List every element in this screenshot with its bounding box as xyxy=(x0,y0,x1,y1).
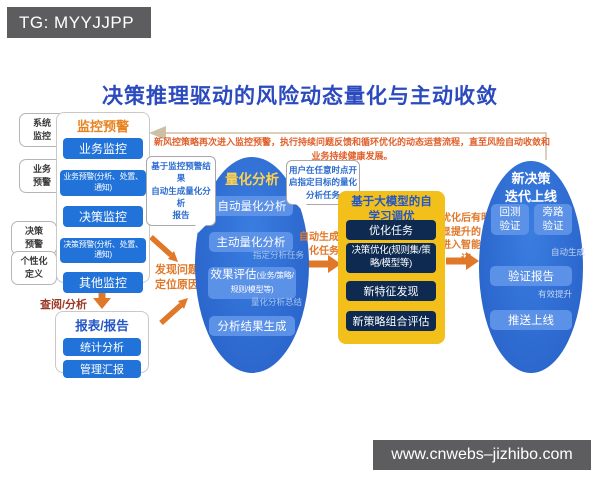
monitor-item-business-alert: 业务预警(分析、处置、通知) xyxy=(60,170,146,196)
deploy-title: 新决策 迭代上线 xyxy=(504,171,557,204)
quant-step-effect-evaluation: 效果评估(业务/策略/规则/模型等) xyxy=(208,267,296,299)
handoff-auto-generate-optimize-task: 自动生成优 化任务 xyxy=(299,232,349,257)
report-item-statistics: 统计分析 xyxy=(63,338,141,356)
quant-arrow-label-assign-task: 指定分析任务 xyxy=(253,250,305,260)
bubble-personalization: 个性化 定义 xyxy=(11,251,62,286)
llm-item-new-strategy-evaluation: 新策略组合评估 xyxy=(346,311,436,331)
quant-title: 量化分析 xyxy=(225,172,279,187)
effect-evaluation-scope: (业务/策略/规则/模型等) xyxy=(230,271,294,294)
page-title: 决策推理驱动的风险动态量化与主动收敛 xyxy=(102,85,498,108)
deploy-auto-generate-label: 自动生成 xyxy=(551,247,586,257)
deploy-bypass-verification: 旁路 验证 xyxy=(534,204,572,236)
monitor-item-decision-alert: 决策预警(分析、处置、通知) xyxy=(60,237,146,264)
callout-user-task: 用户在任意时点开 启指定目标的量化 分析任务 xyxy=(286,160,360,212)
monitor-item-decision-monitor: 决策监控 xyxy=(63,205,143,227)
review-analysis-label: 查阅/分析 xyxy=(40,299,88,311)
quant-step-result-generation: 分析结果生成 xyxy=(209,316,295,336)
monitor-item-business-monitor: 业务监控 xyxy=(63,138,143,159)
report-panel: 报表/报告 统计分析 管理汇报 xyxy=(55,311,149,378)
llm-box-title: 基于大模型的自 学习调优 xyxy=(351,196,432,223)
feedback-note: 新风控策略再次进入监控预警，执行持续问题反馈和循环优化的动态运营流程，直至风险自… xyxy=(153,137,550,161)
deploy-improvement-label: 有效提升 xyxy=(538,289,573,299)
llm-self-tuning-box: 基于大模型的自 学习调优 优化任务 决策优化(规则集/策略/模型等) 新特征发现… xyxy=(338,191,445,344)
report-panel-title: 报表/报告 xyxy=(75,319,129,333)
llm-item-decision-optimization: 决策优化(规则集/策略/模型等) xyxy=(346,243,436,273)
deploy-backtest-verification: 回测 验证 xyxy=(491,204,529,236)
monitor-panel: 监控预警 业务监控 业务预警(分析、处置、通知) 决策监控 决策预警(分析、处置… xyxy=(56,112,150,294)
find-problem-label: 发现问题 定位原因 xyxy=(155,264,199,291)
quant-step-active-analysis: 主动量化分析 xyxy=(209,232,293,252)
report-item-management: 管理汇报 xyxy=(63,360,141,378)
callout-auto-report: 基于监控预警结果 自动生成量化分析 报告 xyxy=(146,156,216,233)
website-watermark: www.cnwebs–jizhibo.com xyxy=(373,440,591,470)
llm-item-optimize-task: 优化任务 xyxy=(346,220,436,240)
arrow-report-to-quant xyxy=(159,298,188,326)
deploy-push-online: 推送上线 xyxy=(490,310,572,330)
llm-item-new-feature-discovery: 新特征发现 xyxy=(346,281,436,301)
new-decision-deploy-ellipse: 新决策 迭代上线 回测 验证 旁路 验证 验证报告 推送上线 xyxy=(479,161,583,373)
effect-evaluation-main: 效果评估 xyxy=(210,269,257,281)
bubble-decision-alert: 决策 预警 xyxy=(11,221,62,256)
quant-step-auto-analysis: 自动量化分析 xyxy=(211,196,293,216)
handoff-improved-to-verification: 优化后有明 显提升的， 进入智能验 证 xyxy=(441,213,491,265)
monitor-panel-title: 监控预警 xyxy=(76,119,129,134)
telegram-watermark: TG: MYYJJPP xyxy=(7,7,151,38)
monitor-item-other-monitor: 其他监控 xyxy=(63,272,143,294)
deploy-verification-report: 验证报告 xyxy=(490,266,572,286)
quant-arrow-label-summary: 量化分析总结 xyxy=(251,297,303,307)
arrow-monitor-to-quant xyxy=(149,234,178,262)
